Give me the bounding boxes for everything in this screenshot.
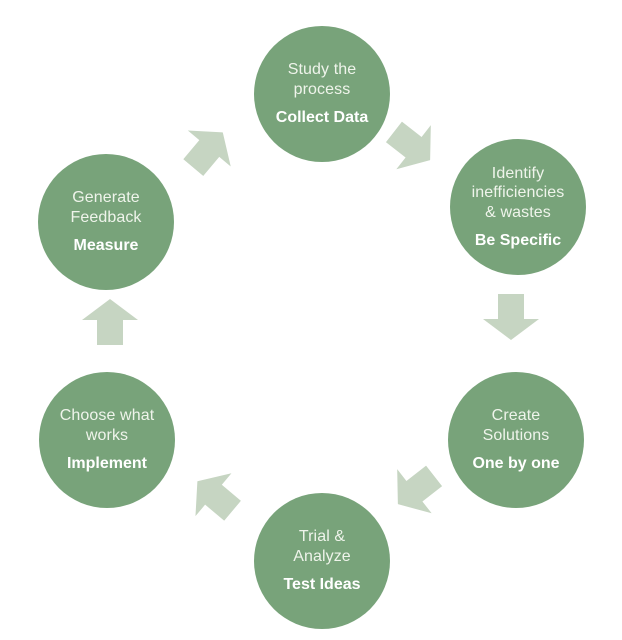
arrow-choose-to-generate-icon — [82, 299, 138, 345]
arrow-identify-to-create-icon — [483, 294, 539, 340]
arrow-generate-to-study-icon — [172, 114, 244, 185]
step-tagline: Be Specific — [474, 232, 562, 250]
step-label: Study the process — [287, 61, 357, 98]
step-circle-identify-inefficiencies: Identify inefficiencies & wastes Be Spec… — [450, 139, 586, 275]
step-label: Trial & Analyze — [293, 528, 351, 565]
arrow-trial-to-choose-icon — [179, 460, 250, 532]
step-label: Generate Feedback — [70, 189, 142, 226]
step-circle-study-the-process: Study the process Collect Data — [254, 26, 390, 162]
step-circle-trial-analyze: Trial & Analyze Test Ideas — [254, 493, 390, 629]
step-circle-choose-what-works: Choose what works Implement — [39, 372, 175, 508]
step-tagline: Implement — [66, 455, 147, 473]
step-circle-generate-feedback: Generate Feedback Measure — [38, 154, 174, 290]
step-tagline: Test Ideas — [283, 576, 361, 594]
step-tagline: One by one — [472, 455, 560, 473]
step-circle-create-solutions: Create Solutions One by one — [448, 372, 584, 508]
step-label: Identify inefficiencies & wastes — [471, 164, 565, 221]
step-label: Create Solutions — [482, 407, 550, 444]
step-label: Choose what works — [59, 407, 155, 444]
step-tagline: Measure — [73, 237, 139, 255]
step-tagline: Collect Data — [275, 109, 369, 127]
arrow-create-to-trial-icon — [381, 454, 452, 526]
arrow-study-to-identify-icon — [377, 110, 448, 182]
